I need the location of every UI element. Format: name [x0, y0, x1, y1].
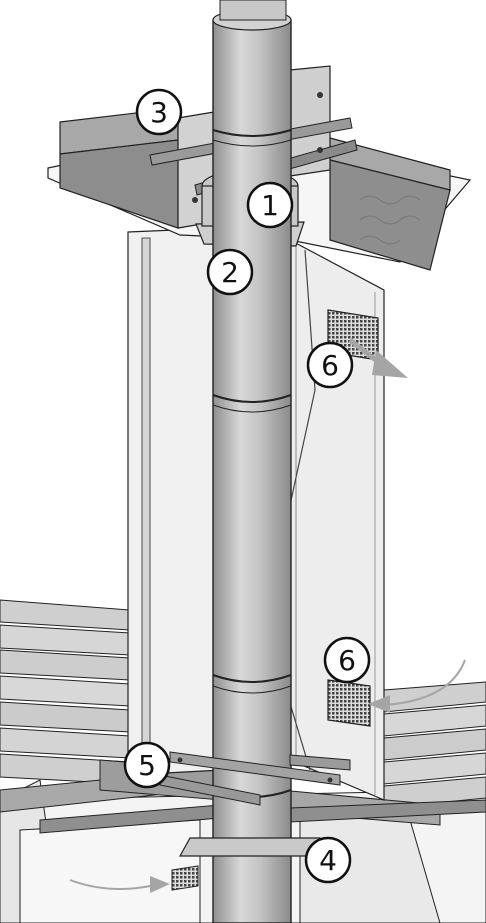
ventilation-grille-bottom: [171, 865, 199, 891]
chimney-flue-pipe: [212, 0, 292, 923]
callout-6-lower: 6: [323, 636, 371, 684]
callout-5: 5: [123, 741, 171, 789]
callout-label: 5: [138, 749, 156, 782]
floor-support-frame: [159, 751, 351, 806]
callout-label: 3: [150, 96, 168, 129]
callout-label: 6: [338, 644, 356, 677]
callout-1: 1: [246, 181, 294, 229]
callout-label: 4: [319, 844, 337, 877]
callout-label: 2: [221, 256, 239, 289]
airflow-arrow-bottom: [69, 876, 170, 893]
callout-6-upper: 6: [306, 341, 354, 389]
callout-3: 3: [135, 88, 183, 136]
airflow-arrow-in: [368, 659, 466, 713]
callout-label: 1: [261, 189, 279, 222]
callout-2: 2: [206, 248, 254, 296]
floor-boards-left: [0, 599, 131, 785]
floor-boards-right: [383, 681, 486, 809]
callout-label: 6: [321, 349, 339, 382]
ventilation-grille-lower: [327, 679, 371, 727]
airflow-arrow-out: [348, 338, 408, 378]
callout-4: 4: [304, 836, 352, 884]
